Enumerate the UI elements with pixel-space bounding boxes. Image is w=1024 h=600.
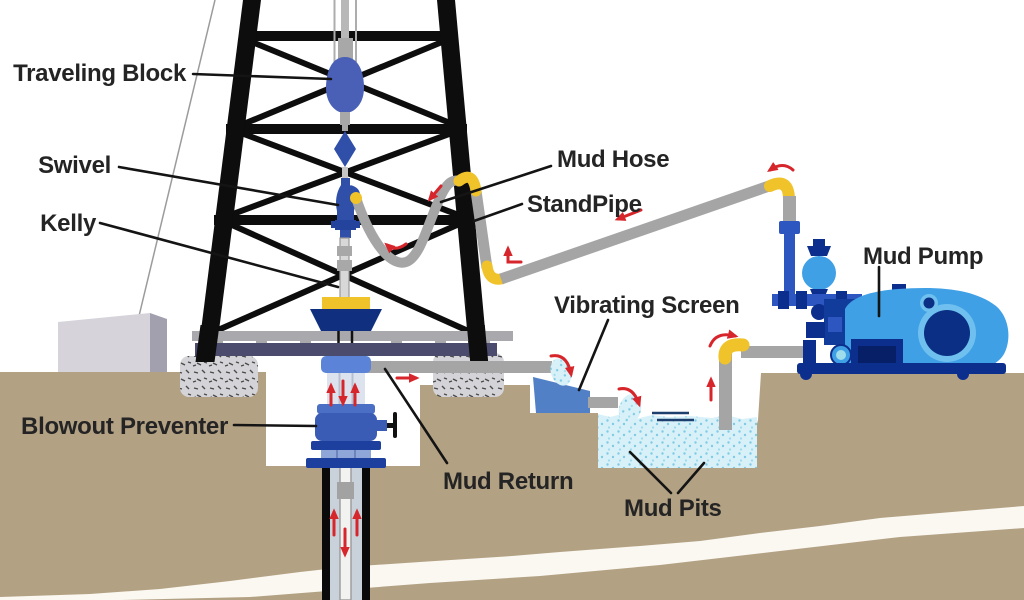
standpipe-top-elbow <box>453 171 482 197</box>
mud-pump <box>772 196 1009 380</box>
traveling-block <box>326 57 364 113</box>
drill-pipe-tool-joint <box>337 482 354 499</box>
label-mud-pits: Mud Pits <box>624 495 722 522</box>
pump-suction-line <box>718 338 805 430</box>
rotary-table <box>310 297 382 343</box>
leader-traveling-block <box>191 72 333 81</box>
suction-elbow <box>718 338 750 365</box>
pump-valve <box>811 304 827 320</box>
mud-splash <box>550 358 572 386</box>
kelly <box>337 237 352 301</box>
leader-lines <box>98 72 881 495</box>
label-swivel: Swivel <box>38 152 111 179</box>
hook-assembly <box>334 112 356 178</box>
label-blowout-preventer: Blowout Preventer <box>21 413 228 440</box>
screen-outlet-pipe <box>588 397 618 408</box>
right-footing <box>433 353 504 397</box>
engine-house <box>58 313 167 372</box>
label-vibrating-screen: Vibrating Screen <box>554 292 740 319</box>
wellhead-collar <box>321 356 371 373</box>
derrick-girt <box>245 31 455 41</box>
pulsation-dampener <box>802 256 836 290</box>
leader-mud-pits <box>628 450 673 495</box>
mud-hose <box>350 175 465 268</box>
swivel <box>331 178 361 238</box>
pump-flywheel <box>924 310 970 356</box>
rock-stratum <box>0 506 1024 600</box>
derrick-left-leg <box>197 0 261 362</box>
hose-fitting <box>350 192 362 204</box>
standpipe <box>453 171 507 285</box>
left-footing <box>180 356 258 397</box>
kelly-bushing <box>322 297 370 309</box>
labels: Traveling Block Swivel Kelly Mud Hose St… <box>13 60 983 522</box>
leader-mud-return <box>383 367 449 465</box>
label-standpipe: StandPipe <box>527 191 642 218</box>
leader-kelly <box>98 221 340 289</box>
leader-vibrating-screen <box>577 318 610 392</box>
drill-line <box>333 0 357 62</box>
leader-mud-hose <box>439 164 553 204</box>
flow-arrows <box>326 161 795 558</box>
derrick-right-foot <box>466 325 489 362</box>
derrick-left-foot <box>195 325 220 362</box>
label-mud-pump: Mud Pump <box>863 243 983 270</box>
bop-valve-handle <box>393 412 397 438</box>
mud-pit <box>598 411 757 468</box>
mud-return-pipe <box>365 361 552 373</box>
pump-skid <box>797 363 1006 374</box>
leader-standpipe <box>472 202 524 223</box>
blowout-preventer <box>306 356 397 468</box>
label-kelly: Kelly <box>40 210 97 237</box>
guy-wire <box>138 0 216 317</box>
standpipe-bottom-elbow <box>481 260 507 285</box>
leader-swivel <box>117 165 340 207</box>
label-mud-hose: Mud Hose <box>557 146 669 173</box>
vibrating-screen <box>533 377 618 413</box>
bop-valve-stem <box>387 423 394 428</box>
label-traveling-block: Traveling Block <box>13 60 187 87</box>
leader-blowout-preventer <box>232 423 318 428</box>
label-mud-return: Mud Return <box>443 468 573 495</box>
leader-mud-pits <box>676 461 706 495</box>
